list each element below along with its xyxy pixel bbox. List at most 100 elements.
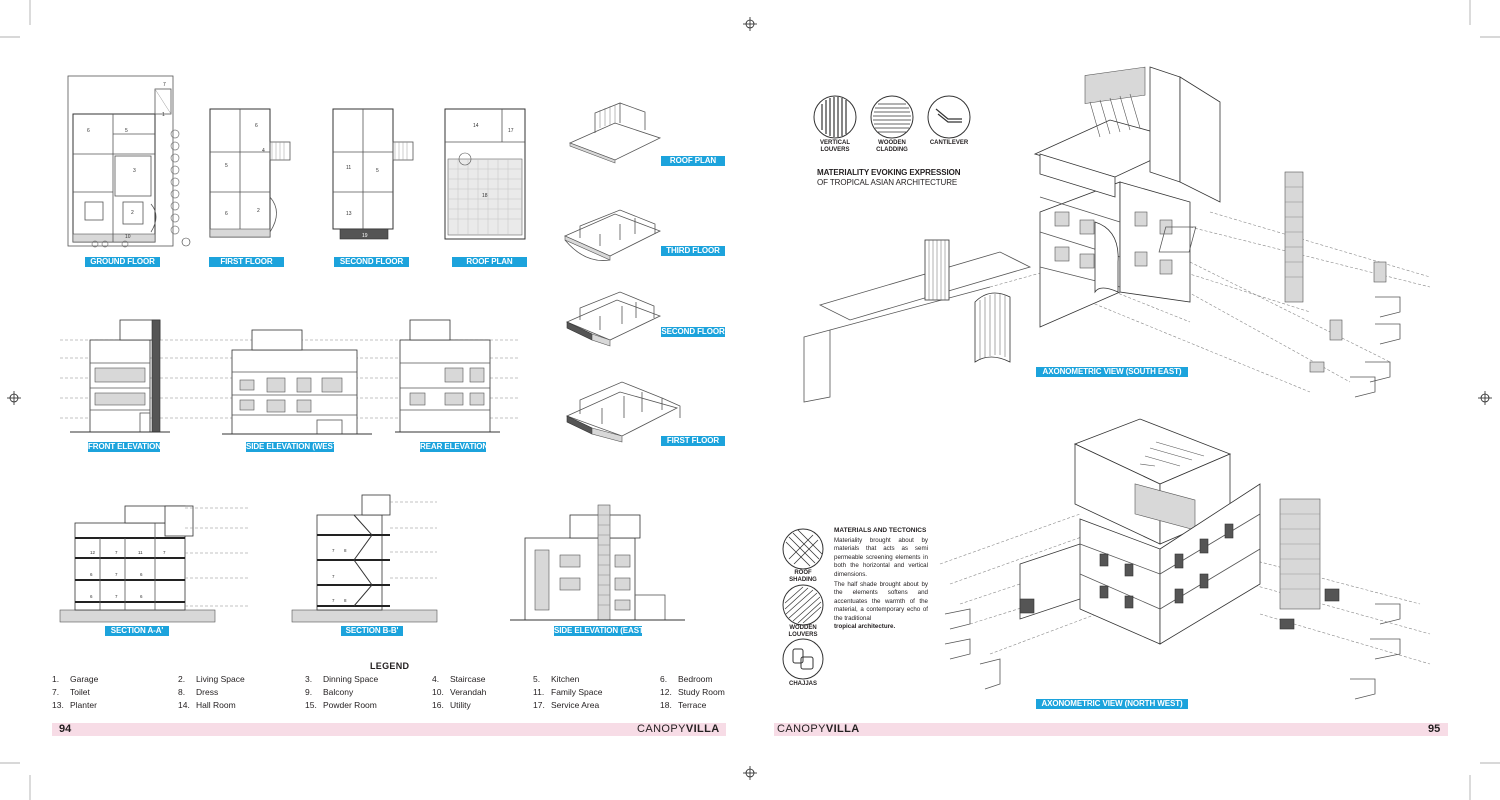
legend-item-number: 10.: [432, 687, 444, 697]
side-elevation-west: [222, 329, 372, 435]
legend-item-number: 14.: [178, 700, 190, 710]
side-elevation-east: [510, 504, 685, 621]
legend-item-label: Verandah: [450, 687, 487, 697]
legend-item-number: 18.: [660, 700, 672, 710]
chajjas-icon: [782, 638, 824, 680]
front-elevation: [70, 319, 170, 433]
svg-text:7: 7: [115, 572, 118, 577]
legend-item-number: 11.: [533, 687, 545, 697]
label-section-a-a: SECTION A-A': [105, 626, 169, 636]
legend-item-label: Hall Room: [196, 700, 236, 710]
legend-item-number: 13.: [52, 700, 64, 710]
label-first-floor: FIRST FLOOR: [209, 257, 284, 267]
legend-item-number: 6.: [660, 674, 668, 684]
label-side-elevation-west: SIDE ELEVATION (WEST): [246, 442, 341, 452]
label-cantilever: CANTILEVER: [929, 140, 969, 146]
svg-text:6: 6: [90, 572, 93, 577]
legend-item: 12.Study Room: [660, 687, 725, 697]
legend-item-number: 4.: [432, 674, 440, 684]
svg-text:18: 18: [482, 193, 488, 199]
page-number-right: 95: [1428, 723, 1441, 735]
vertical-louvers-icon: [813, 95, 857, 139]
iso-label-roof-plan: ROOF PLAN: [661, 156, 725, 166]
legend-item-number: 16.: [432, 700, 444, 710]
legend-item: 18. Terrace: [660, 700, 706, 710]
label-second-floor: SECOND FLOOR: [334, 257, 409, 267]
svg-text:7: 7: [332, 574, 335, 579]
legend-item: 5. Kitchen: [533, 674, 579, 684]
svg-text:1: 1: [162, 112, 165, 118]
svg-text:7: 7: [115, 550, 118, 555]
rear-elevation: [395, 319, 500, 433]
svg-text:6: 6: [255, 123, 258, 129]
legend-item-label: Bedroom: [678, 674, 713, 684]
legend-item: 3.Dinning Space: [305, 674, 378, 684]
tectonics-paragraph-3: tropical architecture.: [834, 623, 896, 631]
legend-item-number: 7.: [52, 687, 60, 697]
brand-bold: VILLA: [685, 723, 720, 735]
tectonics-title: MATERIALS AND TECTONICS: [834, 527, 927, 534]
tectonics-paragraph-2: The half shade brought about by the elem…: [834, 581, 928, 622]
axonometric-north-west: [939, 418, 1431, 700]
label-roof-plan: ROOF PLAN: [452, 257, 527, 267]
label-ground-floor: GROUND FLOOR: [85, 257, 160, 267]
svg-text:12: 12: [90, 550, 96, 555]
svg-text:3: 3: [133, 168, 136, 174]
svg-text:8: 8: [344, 548, 347, 553]
label-roof-shading: ROOF SHADING: [789, 570, 817, 583]
materiality-title: MATERIALITY EVOKING EXPRESSION: [817, 168, 961, 177]
axonometric-south-east: [803, 66, 1431, 403]
legend-item: 16. Utility: [432, 700, 471, 710]
legend-item-label: Kitchen: [551, 674, 580, 684]
label-chajjas: CHAJJAS: [788, 681, 817, 687]
legend-item-label: Planter: [70, 700, 97, 710]
legend-item-number: 17.: [533, 700, 545, 710]
label-rear-elevation: REAR ELEVATION: [420, 442, 489, 452]
legend-item-label: Toilet: [70, 687, 90, 697]
legend-item-label: Living Space: [196, 674, 245, 684]
label-side-elevation-east: SIDE ELEVATION (EAST): [554, 626, 647, 636]
svg-text:13: 13: [346, 211, 352, 217]
svg-text:7: 7: [332, 548, 335, 553]
iso-first-floor: [565, 381, 681, 443]
svg-text:6: 6: [90, 594, 93, 599]
second-floor-plan: 11 13 5 19: [332, 108, 414, 240]
iso-second-floor: [565, 291, 662, 347]
label-wooden-cladding: WOODEN CLADDING: [876, 140, 908, 153]
legend-item-label: Utility: [450, 700, 471, 710]
tectonics-text: Materiality brought about by materials t…: [834, 537, 928, 631]
svg-text:11: 11: [138, 550, 143, 555]
cantilever-icon: [927, 95, 971, 139]
label-section-b-b: SECTION B-B': [341, 626, 403, 636]
svg-text:10: 10: [125, 234, 131, 240]
svg-text:2: 2: [257, 208, 260, 214]
svg-text:5: 5: [225, 163, 228, 169]
svg-text:17: 17: [508, 128, 514, 134]
roof-shading-icon: [782, 528, 824, 570]
label-wodden-louvers: WODDEN LOUVERS: [788, 625, 818, 638]
wooden-cladding-icon: [870, 95, 914, 139]
iso-roof-plan: [568, 102, 662, 164]
svg-text:7: 7: [332, 598, 335, 603]
legend-item: 8.Dress: [178, 687, 218, 697]
legend-item-label: Dress: [196, 687, 219, 697]
legend-item: 9.Balcony: [305, 687, 353, 697]
legend-item-label: Garage: [70, 674, 99, 684]
legend-item-label: Study Room: [678, 687, 725, 697]
svg-text:14: 14: [473, 123, 479, 129]
svg-text:7: 7: [163, 82, 166, 88]
roof-plan: 14 17 18: [444, 108, 526, 240]
legend-item: 11.Family Space: [533, 687, 603, 697]
svg-text:19: 19: [362, 233, 368, 239]
legend-item-number: 5.: [533, 674, 541, 684]
svg-text:4: 4: [262, 148, 265, 154]
wodden-louvers-icon: [782, 584, 824, 626]
legend-item-label: Terrace: [678, 700, 707, 710]
iso-label-third-floor: THIRD FLOOR: [661, 246, 725, 256]
legend-item-number: 9.: [305, 687, 313, 697]
legend-item-label: Powder Room: [323, 700, 377, 710]
brand-right: CANOPYVILLA: [777, 723, 860, 736]
svg-text:7: 7: [115, 594, 118, 599]
